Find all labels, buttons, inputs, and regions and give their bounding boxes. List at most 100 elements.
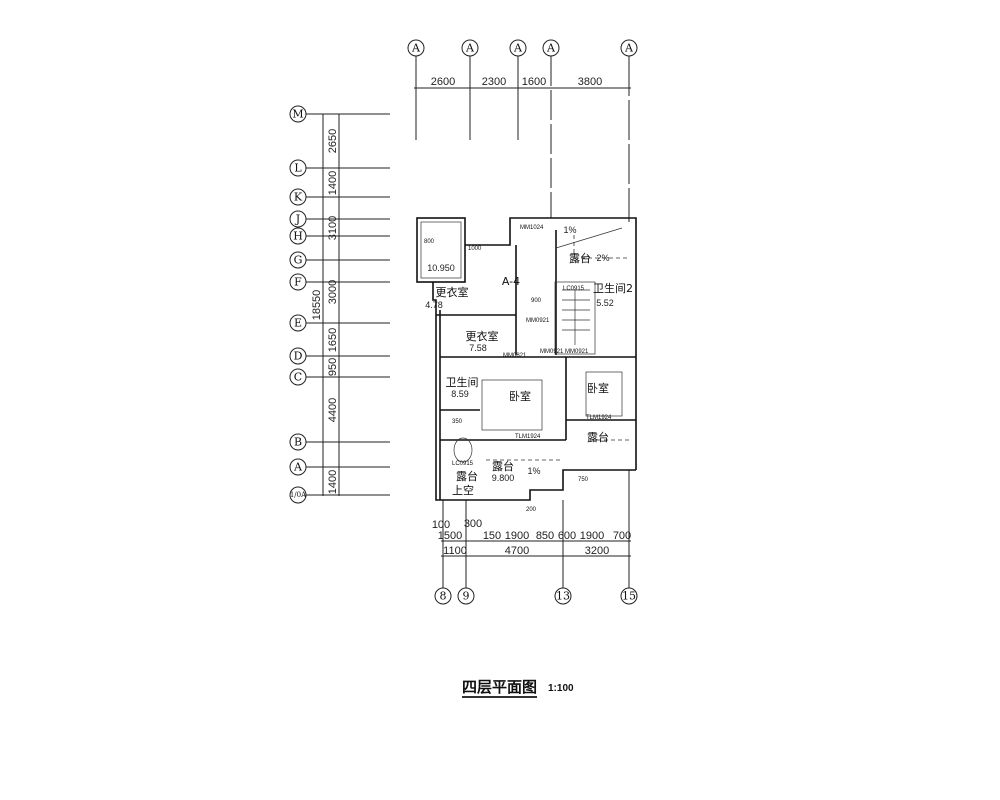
svg-text:8: 8 [440, 590, 447, 603]
dim-label: 1400 [327, 171, 339, 195]
door-label: MM0921 [565, 349, 589, 355]
dim-label: 2650 [327, 129, 339, 153]
axis-bubble-row: F [289, 273, 307, 291]
room-area: 4.78 [425, 300, 443, 310]
dim-label: 150 [483, 530, 501, 542]
svg-text:A: A [411, 42, 421, 55]
axis-bubble-row: 1/0A [289, 486, 307, 504]
svg-text:A: A [293, 461, 303, 474]
axis-bubble-top: A [407, 39, 425, 57]
room-area: 7.58 [469, 343, 487, 353]
axis-bubble-row: L [289, 159, 307, 177]
dim-label: 4400 [327, 398, 339, 422]
svg-text:A: A [513, 42, 523, 55]
dim-label: 1900 [505, 530, 529, 542]
axis-bubble-row: B [289, 433, 307, 451]
axis-bubble-bottom: 9 [457, 587, 475, 605]
dim-label: 3000 [327, 280, 339, 304]
top-axis-grid: A A A A A 2600 2300 1600 3800 [407, 39, 638, 222]
slope-label: 1% [563, 225, 576, 235]
window-label: LC0915 [563, 286, 585, 292]
dim-label: 1600 [522, 76, 546, 88]
room-name: 卧室 [509, 389, 531, 403]
axis-bubble-row: A [289, 458, 307, 476]
door-label: MM0921 [540, 349, 564, 355]
svg-text:F: F [294, 276, 302, 289]
annotations: MM1024 MM0921 MM0921 MM0921 MM0821 TLM19… [424, 225, 612, 513]
room-name: 露台 [587, 430, 609, 444]
axis-bubble-top: A [461, 39, 479, 57]
svg-text:C: C [294, 371, 302, 384]
dim-total: 18550 [311, 290, 323, 321]
dim-label: 2600 [431, 76, 455, 88]
svg-text:9: 9 [463, 590, 470, 603]
axis-bubble-row: K [289, 188, 307, 206]
svg-text:M: M [292, 108, 303, 121]
door-label: MM1024 [520, 225, 544, 231]
dim-label: 1500 [438, 530, 462, 542]
room-name: 卫生间 [446, 375, 479, 389]
svg-text:H: H [293, 230, 303, 243]
axis-bubble-row: M [289, 105, 307, 123]
dim-label: 100 [432, 519, 450, 531]
svg-text:B: B [294, 436, 302, 449]
room-area: 8.59 [451, 389, 469, 399]
svg-text:L: L [294, 162, 302, 175]
room-name: 更衣室 [436, 285, 469, 299]
door-label: MM0921 [526, 318, 550, 324]
drawing-title: 四层平面图 [462, 678, 538, 698]
axis-bubble-bottom: 15 [620, 587, 638, 605]
svg-text:A: A [546, 42, 556, 55]
dim-label: 1650 [327, 328, 339, 352]
dim-label: 3200 [585, 545, 609, 557]
axis-bubble-row: J [289, 210, 307, 228]
axis-bubble-top: A [620, 39, 638, 57]
dim-label: 350 [452, 419, 463, 425]
svg-text:J: J [295, 213, 300, 226]
slope-label: 1% [527, 466, 540, 476]
room-name: 露台 [456, 469, 478, 483]
dim-label: 850 [536, 530, 554, 542]
svg-text:1/0A: 1/0A [290, 491, 307, 499]
axis-bubble-row: D [289, 347, 307, 365]
dim-label: 300 [464, 518, 482, 530]
axis-bubble-top: A [509, 39, 527, 57]
axis-bubble-bottom: 13 [554, 587, 572, 605]
bottom-axis-grid: 8 9 13 15 100 1500 300 150 1900 850 600 … [432, 470, 638, 605]
axis-bubble-row: E [289, 314, 307, 332]
dim-label: 1900 [580, 530, 604, 542]
svg-text:A: A [624, 42, 634, 55]
dim-label: 2300 [482, 76, 506, 88]
elevation-label: 10.950 [427, 263, 455, 273]
stair-label: A-4 [502, 275, 520, 288]
dim-label: 750 [578, 477, 589, 483]
dim-label: 200 [526, 507, 537, 513]
dim-label: 3100 [327, 216, 339, 240]
svg-text:K: K [294, 191, 303, 204]
dim-label: 1000 [468, 246, 482, 252]
dim-label: 3800 [578, 76, 602, 88]
room-name: 更衣室 [466, 329, 499, 343]
svg-text:15: 15 [622, 590, 636, 603]
sliding-door-label: TLM1924 [586, 415, 612, 421]
axis-bubble-row: G [289, 251, 307, 269]
room-area: 5.52 [596, 298, 614, 308]
dim-label: 1400 [327, 470, 339, 494]
room-name: 卫生间2 [593, 281, 633, 295]
room-labels: 更衣室 4.78 更衣室 7.58 卫生间 8.59 卫生间2 5.52 卧室 … [425, 251, 633, 497]
room-area: 9.800 [492, 473, 515, 483]
dim-label: 1100 [443, 545, 467, 557]
axis-bubble-bottom: 8 [434, 587, 452, 605]
dim-label: 800 [424, 239, 435, 245]
axis-bubble-top: A [542, 39, 560, 57]
dim-label: 700 [613, 530, 631, 542]
door-label: MM0821 [503, 353, 527, 359]
room-name: 卧室 [587, 381, 609, 395]
dim-label: 4700 [505, 545, 529, 557]
svg-text:A: A [465, 42, 475, 55]
drawing-scale: 1:100 [548, 683, 574, 694]
plan-walls [416, 217, 637, 501]
svg-text:D: D [294, 350, 303, 363]
